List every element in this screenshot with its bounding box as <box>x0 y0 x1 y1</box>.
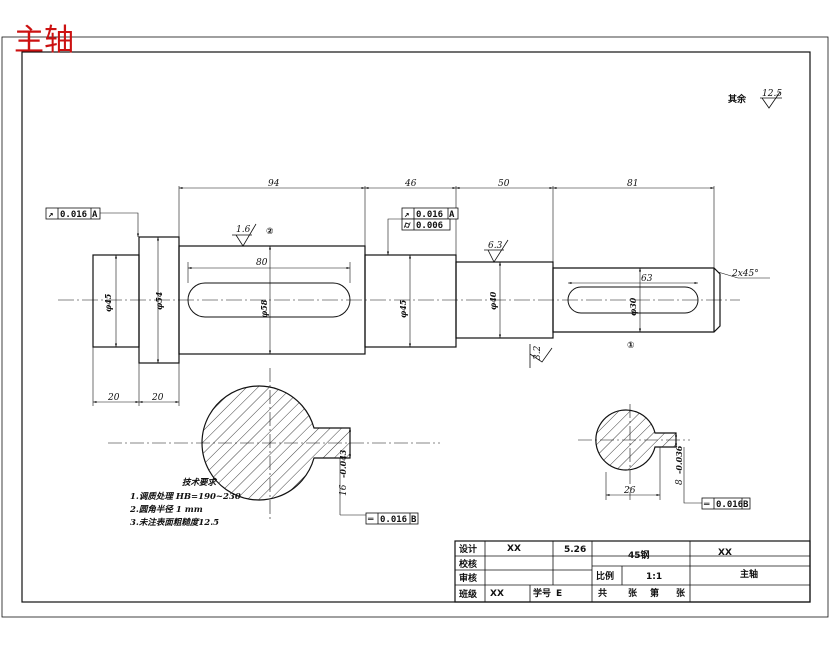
roughness-2-value: 6.3 <box>488 241 503 251</box>
tb-design-date: 5.26 <box>564 545 586 555</box>
tb-sheets-3: 第 <box>650 587 659 599</box>
tb-check-label: 校核 <box>459 558 477 570</box>
title-block <box>454 540 811 603</box>
tb-part-name: 主轴 <box>740 568 758 580</box>
tol-frame-runout-a: ↗ 0.016 A <box>45 207 140 237</box>
dia-45-mid: φ45 <box>398 299 408 318</box>
dia-58: φ58 <box>259 299 269 318</box>
notes-line-1: 1.调质处理 HB=190~230 <box>130 491 241 502</box>
tb-class-name: XX <box>490 589 504 599</box>
top-dims <box>178 186 715 285</box>
key-depth-1: 16 <box>339 484 349 496</box>
tol-runout-a-symbol: ↗ <box>48 210 53 220</box>
tol-frame-runout-b: ↗ 0.016 A <box>401 207 459 220</box>
tol-cyl-symbol: ⌭ <box>403 221 411 231</box>
dim-20a: 20 <box>107 393 120 403</box>
tb-scale-value: 1:1 <box>646 572 662 582</box>
tol-frame-sym-b2: ═ 0.016 B <box>701 497 751 510</box>
tol-sym-b1-symbol: ═ <box>367 515 374 525</box>
section-view-1: 16 -0.043 <box>108 368 440 520</box>
tol-sym-b1-value: 0.016 <box>380 515 407 525</box>
inner-frame <box>21 51 811 603</box>
tol-runout-a-value: 0.016 <box>60 210 87 220</box>
tb-sheets-1: 共 <box>598 587 607 599</box>
roughness-1: 1.6 <box>232 223 257 247</box>
tol-frame-sym-b1: ═ 0.016 B <box>365 512 419 525</box>
key-depth-2: 8 <box>675 479 685 485</box>
tb-sheets-2: 张 <box>628 587 638 599</box>
dim-63: 63 <box>641 274 653 284</box>
surface-rest-value: 12.5 <box>762 89 782 99</box>
tb-design-label: 设计 <box>459 543 477 555</box>
dim-80: 80 <box>256 258 268 268</box>
tb-scale-label: 比例 <box>596 570 614 582</box>
surface-rest: 其余 12.5 <box>728 89 782 109</box>
tol-runout-b-symbol: ↗ <box>404 210 409 220</box>
dia-30: φ30 <box>628 297 638 316</box>
notes-line-2: 2.圆角半径 1 mm <box>129 504 203 515</box>
tb-design-name: XX <box>507 544 521 554</box>
tol-cyl-value: 0.006 <box>416 221 443 231</box>
notes-title: 技术要求 <box>182 477 218 488</box>
outer-frame <box>1 36 829 618</box>
tb-review-label: 审核 <box>459 572 477 584</box>
dia-lines <box>114 237 642 363</box>
tb-sheets-4: 张 <box>676 587 686 599</box>
surface-rest-label: 其余 <box>728 93 747 105</box>
dia-45-left: φ45 <box>103 293 113 312</box>
tb-material: 45钢 <box>628 549 650 561</box>
dim-50: 50 <box>498 179 510 189</box>
tol-sym-b2-datum: B <box>743 500 749 510</box>
roughness-2: 6.3 <box>484 239 509 263</box>
chamfer-leader <box>717 271 739 279</box>
tb-school: XX <box>718 548 732 558</box>
section-dia-26: 26 <box>623 486 636 496</box>
dim-46: 46 <box>404 179 417 189</box>
tol-sym-b2-value: 0.016 <box>716 500 743 510</box>
key-depth-2-tol: -0.036 <box>674 445 684 474</box>
key-depth-1-tol: -0.043 <box>338 449 348 478</box>
tb-student-no-label: 学号 <box>533 587 551 599</box>
big-title: 主轴 <box>14 23 74 58</box>
marker-1: ① <box>627 341 635 351</box>
tol-frame-cyl: ⌭ 0.006 <box>386 218 451 255</box>
roughness-1-value: 1.6 <box>236 225 251 235</box>
dia-40: φ40 <box>488 291 498 310</box>
tol-runout-a-datum: A <box>92 210 98 220</box>
tb-student-no-value: E <box>556 589 562 599</box>
technical-notes: 技术要求 1.调质处理 HB=190~230 2.圆角半径 1 mm 3.未注表… <box>129 477 241 528</box>
chamfer-text: 2x45° <box>731 269 759 279</box>
tb-class-label: 班级 <box>459 588 478 600</box>
roughness-3-value: 3.2 <box>533 345 543 360</box>
tol-sym-b1-datum: B <box>411 515 417 525</box>
dim-20b: 20 <box>151 393 164 403</box>
tol-sym-b2-symbol: ═ <box>703 500 710 510</box>
marker-2: ② <box>266 227 274 237</box>
roughness-3: 3.2 <box>529 344 553 368</box>
section-view-2: 26 8 -0.036 <box>578 404 702 504</box>
dia-54: φ54 <box>154 291 164 310</box>
notes-line-3: 3.未注表面粗糙度12.5 <box>130 517 219 528</box>
bottom-dims <box>92 347 180 406</box>
dim-94: 94 <box>268 179 280 189</box>
keyway-2 <box>567 286 699 314</box>
tol-runout-b-datum: A <box>449 210 455 220</box>
tol-runout-b-value: 0.016 <box>416 210 443 220</box>
dim-81: 81 <box>627 179 638 189</box>
